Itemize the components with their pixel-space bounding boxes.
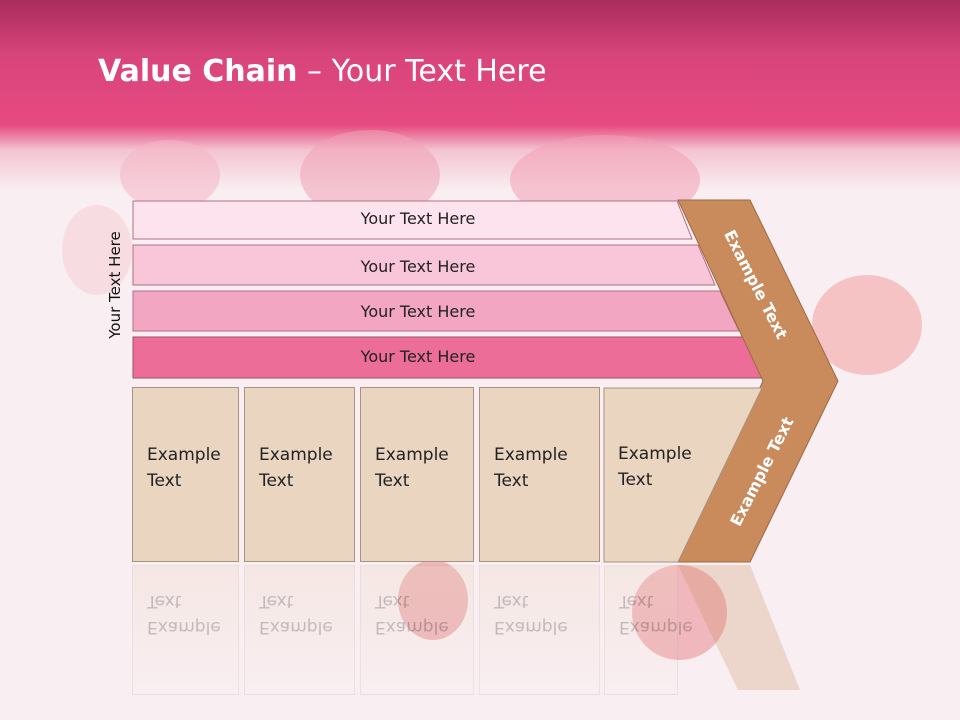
reflection-text-4: Example Text — [494, 591, 568, 637]
cell-1: Example Text — [132, 387, 239, 562]
bar-label-4: Your Text Here — [360, 347, 476, 366]
flower-decoration — [632, 565, 727, 660]
cell-3: Example Text — [360, 387, 474, 562]
flower-decoration — [120, 140, 220, 210]
flower-decoration — [398, 560, 468, 640]
cell-text-3: Example Text — [375, 445, 449, 491]
title-rest: – Your Text Here — [297, 54, 547, 89]
page-title: Value Chain – Your Text Here — [98, 54, 547, 89]
chevron-reflection — [678, 565, 800, 690]
bar-2: Your Text Here — [133, 248, 703, 286]
cell-2: Example Text — [244, 387, 355, 562]
bar-shape-1 — [132, 200, 693, 240]
cell-text-5: Example Text — [618, 444, 692, 490]
cell-reflection-1: Example Text — [132, 565, 239, 695]
flower-decoration — [812, 275, 922, 375]
reflection-text-3: Example Text — [375, 591, 449, 637]
side-label: Your Text Here — [106, 231, 124, 339]
cell-reflection-3: Example Text — [360, 565, 474, 695]
reflection-text-1: Example Text — [147, 591, 221, 637]
bar-4: Your Text Here — [133, 338, 743, 376]
cell-shape-5 — [603, 387, 763, 563]
flower-decoration — [62, 205, 132, 295]
bar-shape-2 — [132, 244, 716, 286]
cell-text-1: Example Text — [147, 445, 221, 491]
cell-5: Example Text — [604, 387, 694, 562]
chevron-shape — [677, 199, 839, 563]
bar-label-3: Your Text Here — [360, 302, 476, 321]
title-bold: Value Chain — [98, 54, 298, 89]
bar-3: Your Text Here — [133, 293, 723, 331]
reflection-text-5: Example Text — [619, 591, 693, 637]
cell-4: Example Text — [479, 387, 600, 562]
reflection-text-2: Example Text — [259, 591, 333, 637]
cell-reflection-5: Example Text — [604, 565, 693, 695]
bar-1: Your Text Here — [133, 200, 693, 238]
cell-text-2: Example Text — [259, 445, 333, 491]
bar-label-1: Your Text Here — [360, 209, 476, 228]
cell-reflection-2: Example Text — [244, 565, 355, 695]
bar-label-2: Your Text Here — [360, 257, 476, 276]
cell-reflection-4: Example Text — [479, 565, 600, 695]
cell-text-4: Example Text — [494, 445, 568, 491]
